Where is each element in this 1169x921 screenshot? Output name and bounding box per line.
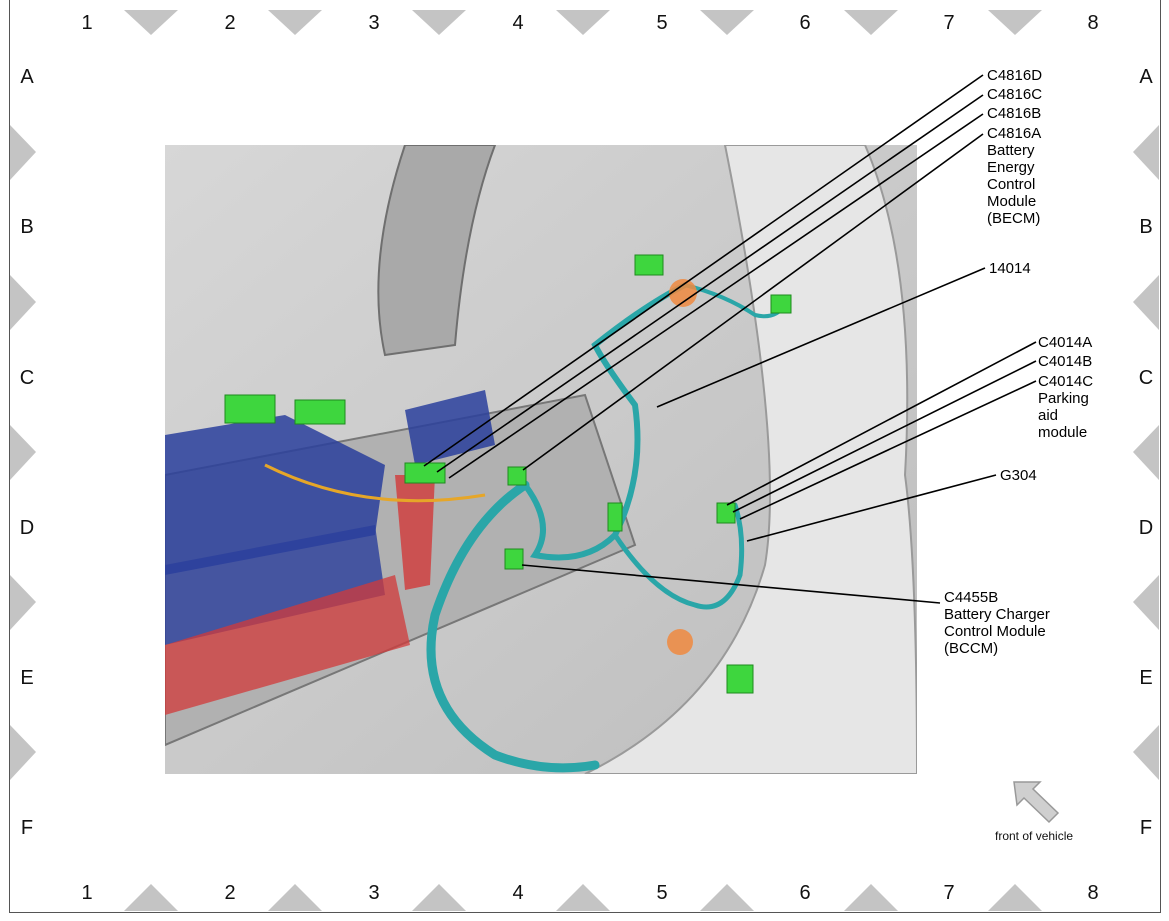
harness-main [426,480,600,773]
harness-branch-right [612,502,745,610]
connector-top-right [770,294,792,314]
leader-c4014a [726,341,1037,506]
col-label-bottom-4: 4 [512,882,524,904]
connector-group [224,254,792,694]
col-label-bottom-8: 8 [1087,882,1099,904]
battery-bus-red [395,475,435,590]
col-label-top-1: 1 [81,12,93,34]
callout-c4455b-bccm: C4455B Battery Charger Control Module (B… [944,589,1050,657]
row-label-left-d: D [19,517,35,539]
callout-c4014a: C4014A [1038,334,1093,351]
connector-c4455b [504,548,524,570]
col-label-top-5: 5 [656,12,668,34]
battery-module-red [165,575,410,715]
grommet-lower [667,629,693,655]
connector-top [634,254,664,276]
wire-yellow [264,463,486,503]
callout-c4014b: C4014B [1038,353,1093,370]
row-label-right-e: E [1139,667,1153,689]
col-label-bottom-7: 7 [943,882,955,904]
connector-lower-right [726,664,754,694]
connector-becm [404,462,446,484]
leader-g304 [746,474,997,542]
support-bracket [377,145,497,357]
callout-c4816c: C4816C [987,86,1043,103]
callout-g304: G304 [1000,467,1037,484]
leader-c4816c [436,94,984,473]
row-label-right-a: A [1139,66,1153,88]
diagram-frame [9,0,1161,913]
row-label-left-e: E [20,667,34,689]
col-label-bottom-5: 5 [656,882,668,904]
col-label-bottom-3: 3 [368,882,380,904]
connector-block-mid [294,399,346,425]
grommet-upper [669,279,697,307]
callout-c4816a-becm: C4816A Battery Energy Control Module (BE… [987,125,1042,227]
col-label-top-6: 6 [799,12,811,34]
callout-c4816d: C4816D [987,67,1043,84]
up-left-arrow-icon [1013,781,1060,824]
connector-harness [607,502,623,532]
row-label-right-d: D [1138,517,1154,539]
col-label-top-3: 3 [368,12,380,34]
row-label-left-f: F [20,817,34,839]
battery-module-blue-lower [165,525,385,645]
col-label-bottom-1: 1 [81,882,93,904]
leader-c4816b [448,113,984,479]
connector-c4816a [507,466,527,486]
row-label-right-f: F [1139,817,1153,839]
leader-c4014b [732,360,1037,513]
harness-branch-upper [522,282,688,561]
row-label-left-c: C [19,367,35,389]
row-label-left-b: B [20,216,34,238]
leader-c4455b [521,564,941,604]
battery-module-blue-small [405,390,495,465]
callout-14014: 14014 [989,260,1031,277]
col-label-top-2: 2 [224,12,236,34]
row-label-left-a: A [20,66,34,88]
row-label-right-c: C [1138,367,1154,389]
vehicle-illustration [165,145,917,774]
leader-c4014c [739,380,1037,520]
col-label-top-7: 7 [943,12,955,34]
leader-c4816d [423,74,984,467]
grid-markers [10,10,1159,911]
connector-c4014 [716,502,736,524]
col-label-top-8: 8 [1087,12,1099,34]
row-label-right-b: B [1139,216,1153,238]
front-of-vehicle-label: front of vehicle [995,829,1074,843]
col-label-top-4: 4 [512,12,524,34]
callout-c4816b: C4816B [987,105,1042,122]
leader-14014 [656,267,986,408]
col-label-bottom-2: 2 [224,882,236,904]
leader-c4816a [522,133,984,471]
col-label-bottom-6: 6 [799,882,811,904]
callout-c4014c-parking-aid: C4014C Parking aid module [1038,373,1094,441]
rear-quarter-panel [584,145,917,774]
connector-block-left [224,394,276,424]
